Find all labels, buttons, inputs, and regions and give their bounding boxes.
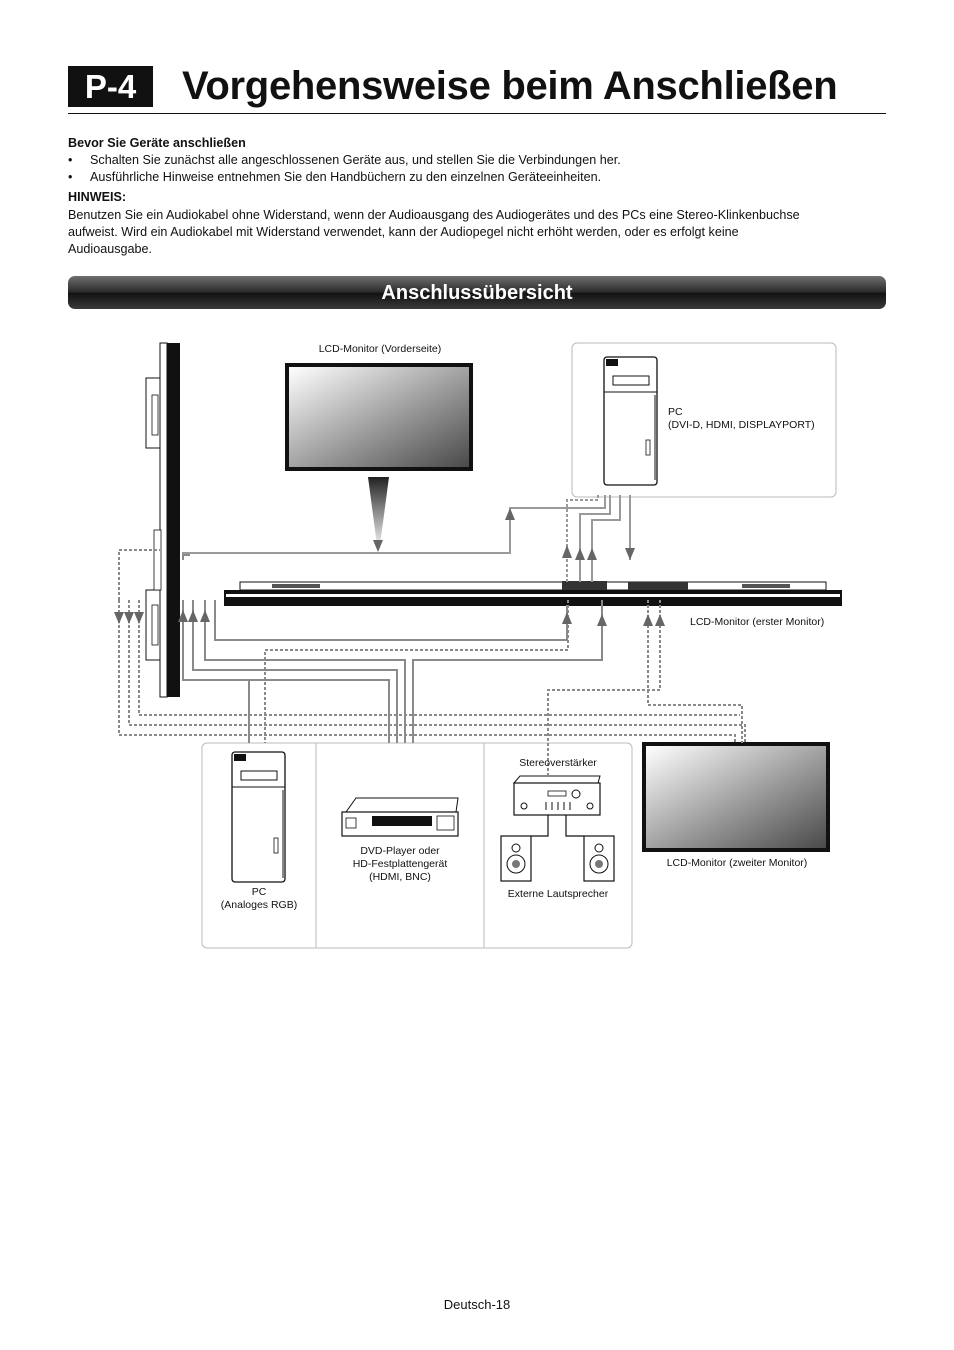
bullet-item: • Schalten Sie zunächst alle angeschloss… [68,152,888,169]
note-line: Audioausgabe. [68,242,153,256]
bullet-text: Schalten Sie zunächst alle angeschlossen… [90,153,621,167]
label-dvd-line3: (HDMI, BNC) [369,871,431,883]
label-speakers: Externe Lautsprecher [507,888,609,900]
bullet-symbol: • [68,170,73,184]
label-dvd-line1: DVD-Player oder [360,845,440,857]
external-speakers [500,815,615,882]
section-badge: P-4 [68,66,153,107]
label-monitor-first: LCD-Monitor (erster Monitor) [690,616,825,628]
section-bar [68,276,886,309]
before-connect-heading: Bevor Sie Geräte anschließen [68,136,246,150]
page-number: Deutsch-18 [443,1297,511,1312]
monitor-front [285,363,473,545]
page-title: Vorgehensweise beim Anschließen [182,64,838,108]
pc-analog-tower [231,751,286,883]
bullet-text: Ausführliche Hinweise entnehmen Sie den … [90,170,602,184]
note-line: aufweist. Wird ein Audiokabel mit Widers… [68,225,739,239]
section-title: Anschlussübersicht [381,282,573,304]
sources-box [201,742,633,949]
title-rule [68,113,886,114]
bullet-item: • Ausführliche Hinweise entnehmen Sie de… [68,169,888,186]
pc-digital-tower [603,356,658,486]
label-pc-analog-line1: PC [251,886,267,898]
bullet-symbol: • [68,153,73,167]
note-line: Benutzen Sie ein Audiokabel ohne Widerst… [68,208,800,222]
cable-arrows [114,508,665,626]
monitor-second [642,742,830,852]
label-pc-digital-line1: PC [668,406,683,418]
stereo-amplifier [512,775,601,816]
monitor-side-view [145,342,180,698]
note-heading: HINWEIS: [68,190,127,204]
label-pc-digital-line2: (DVI-D, HDMI, DISPLAYPORT) [668,419,815,431]
cables-digital [182,495,631,582]
label-monitor-second: LCD-Monitor (zweiter Monitor) [666,857,808,869]
cables-audio [118,549,746,776]
label-amplifier: Stereoverstärker [519,757,597,769]
label-dvd-line2: HD-Festplattengerät [352,858,448,870]
label-pc-analog-line2: (Analoges RGB) [220,899,298,911]
dvd-player [341,797,459,837]
label-monitor-front: LCD-Monitor (Vorderseite) [318,343,442,355]
pc-digital-box [571,342,837,498]
cables-audio-pc [566,495,599,582]
monitor-first-top-view [224,581,842,606]
